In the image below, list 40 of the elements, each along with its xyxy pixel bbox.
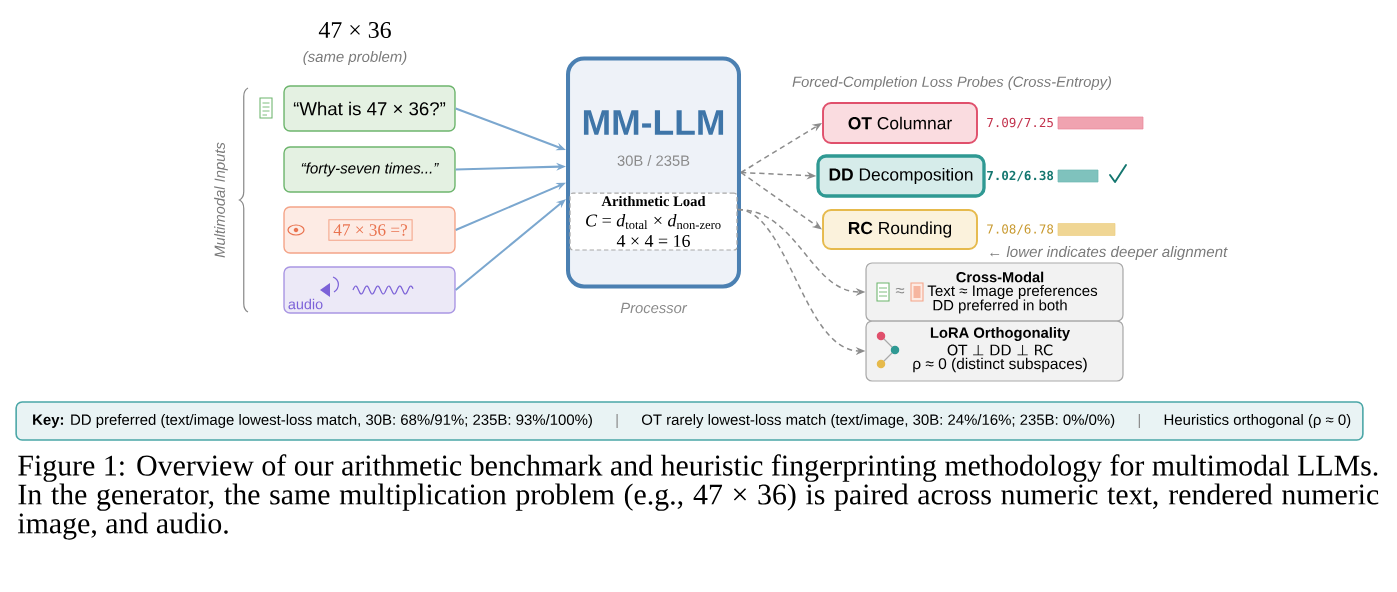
- model-title: MM-LLM: [583, 110, 724, 135]
- probe-box: OT Columnar: [822, 102, 978, 144]
- expression: 47 × 36: [318, 22, 391, 38]
- separator: |: [1138, 414, 1140, 428]
- image-input-box: [283, 206, 456, 254]
- approx-sign: ≈: [895, 287, 905, 294]
- box-caption: Processor: [620, 302, 688, 314]
- summary-box: [865, 320, 1124, 382]
- load-panel: [569, 192, 738, 251]
- probe-box: RC Rounding: [822, 209, 978, 250]
- body-text: OT ⊥ DD ⊥ RC: [947, 344, 1053, 356]
- text-input-box: “What is 47 × 36?”: [283, 85, 456, 132]
- audio-input-box: [283, 266, 456, 314]
- formula: C = d$_{total}$ × d$_{non-zero}$: [586, 213, 721, 230]
- summary-box: [865, 262, 1124, 322]
- group-label: Multimodal Inputs: [214, 142, 228, 258]
- note: ← lower indicates deeper alignment: [990, 245, 1228, 261]
- loss-bar: 7.09/7.25: [987, 116, 1144, 130]
- audio-label: audio: [288, 298, 323, 310]
- key-text: Heuristics orthogonal (ρ ≈ 0): [1164, 414, 1351, 428]
- loss-bar: 7.08/6.78: [987, 223, 1116, 236]
- separator: |: [616, 414, 618, 428]
- key-text: OT rarely lowest-loss match (text/image, 30B: 24%/16%; 235B: 0%/0%): [642, 414, 1115, 428]
- text-input-box: “forty-seven times...”: [283, 146, 456, 193]
- body-text: ρ ≈ 0 (distinct subspaces): [913, 357, 1087, 373]
- note: (same problem): [303, 51, 407, 65]
- formula: 4 × 4 = 16: [616, 235, 690, 247]
- probe-box: DD Decomposition: [816, 154, 986, 198]
- key-text: Key: DD preferred (text/image lowest-loss match, 30B: 68%/91%; 235B: 93%/100%): [33, 414, 592, 428]
- model-size: 30B / 235B: [617, 155, 690, 166]
- panel-heading: Arithmetic Load: [601, 195, 706, 207]
- box-heading: LoRA Orthogonality: [930, 327, 1071, 341]
- arrow: [455, 199, 566, 291]
- loss-bar: 7.02/6.38: [987, 169, 1099, 183]
- figure-caption: Figure 1: Overview of our arithmetic benchmark and heuristic fingerprinting methodology for multimodal LLMs. In the generator, the same multiplication problem (e.g., 47 × 36) is paired across numeric text, rendered numeric image, and audio.: [18, 454, 1379, 540]
- body-text: DD preferred in both: [933, 299, 1067, 314]
- key-box: [15, 401, 1364, 441]
- rendered-equation: 47 × 36 =?: [328, 219, 413, 241]
- body-text: Text ≈ Image preferences: [927, 284, 1098, 300]
- box-heading: Cross-Modal: [956, 271, 1044, 283]
